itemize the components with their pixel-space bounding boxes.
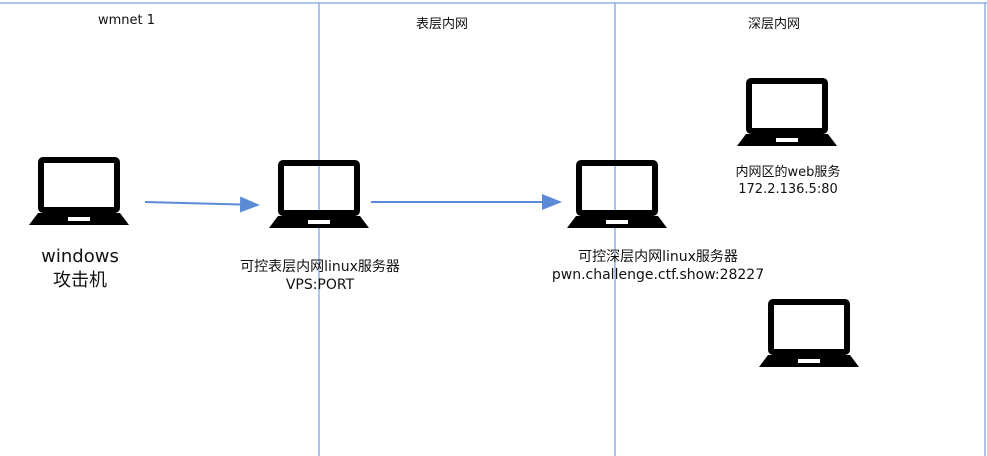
attacker-caption: windows 攻击机 xyxy=(30,245,130,293)
surface-server-caption: 可控表层内网linux服务器 VPS:PORT xyxy=(220,258,420,294)
zone-label-surface: 表层内网 xyxy=(416,17,469,32)
web-service-address: 172.2.136.5:80 xyxy=(738,182,838,197)
deep-server-caption: 可控深层内网linux服务器 pwn.challenge.ctf.show:28… xyxy=(533,248,783,284)
zone-label-wmnet: wmnet 1 xyxy=(98,13,156,28)
laptop-icon xyxy=(737,78,837,146)
zone-label-deep: 深层内网 xyxy=(748,17,801,32)
laptop-icon xyxy=(759,299,859,367)
deep-server-address: pwn.challenge.ctf.show:28227 xyxy=(551,267,765,283)
laptop-icon xyxy=(269,160,369,228)
attacker-os-label: windows xyxy=(41,246,119,267)
surface-server-label: 可控表层内网linux服务器 xyxy=(240,259,400,275)
attacker-role-label: 攻击机 xyxy=(53,270,107,291)
laptop-icon xyxy=(29,157,129,225)
web-service-caption: 内网区的web服务 172.2.136.5:80 xyxy=(718,164,858,198)
arrow-attacker-to-surface xyxy=(144,196,260,213)
surface-server-address: VPS:PORT xyxy=(285,277,355,293)
laptop-icon xyxy=(567,160,667,228)
deep-server-label: 可控深层内网linux服务器 xyxy=(578,249,738,265)
web-service-label: 内网区的web服务 xyxy=(735,165,841,180)
